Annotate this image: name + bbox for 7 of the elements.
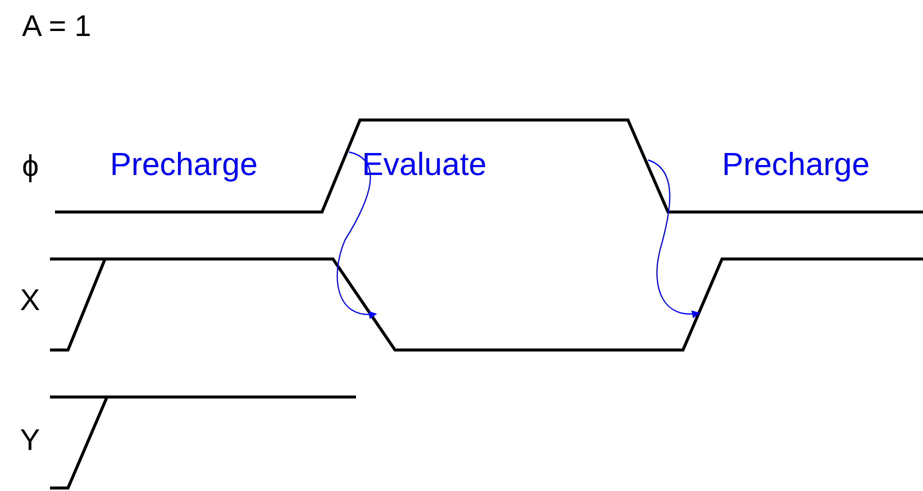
phase-label: Precharge	[722, 148, 870, 180]
phase-label: Precharge	[110, 148, 258, 180]
signal-name: Y	[20, 426, 40, 456]
phase-label: Evaluate	[362, 148, 487, 180]
signal-name: ϕ	[22, 152, 39, 182]
condition-label: A = 1	[22, 12, 92, 42]
signal-name: X	[20, 286, 40, 316]
